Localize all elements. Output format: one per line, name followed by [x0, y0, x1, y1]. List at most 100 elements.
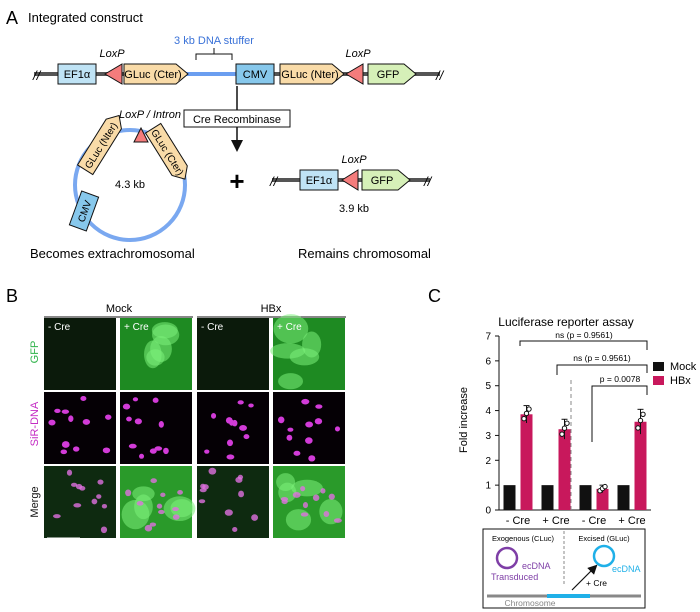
y-axis-label: Fold increase [458, 387, 470, 453]
y-tick-label: 1 [485, 481, 491, 492]
nucleus [238, 490, 245, 498]
micrograph-tile [44, 318, 116, 390]
col-label-hbx-minus-cre: - Cre [201, 322, 224, 333]
nucleus [239, 424, 247, 431]
data-point [564, 420, 570, 426]
legend-label-hbx: HBx [670, 375, 691, 387]
microscopy-grid [44, 314, 345, 538]
stat-label-3: p = 0.0078 [600, 374, 641, 384]
panel-b: B Mock HBx GFP SiR-DNA Merge - Cre + Cre… [6, 286, 346, 541]
remaining-gfp-label: GFP [371, 175, 394, 187]
nucleus [292, 491, 301, 498]
micrograph-tile [44, 392, 116, 464]
nucleus [139, 453, 145, 459]
panel-a-letter: A [6, 8, 18, 28]
bar-mock [579, 485, 592, 510]
inset-excised: Excised (GLuc) [578, 534, 630, 543]
nucleus [172, 514, 180, 520]
row-label-merge: Merge [29, 486, 41, 517]
remaining-break-left: // [269, 174, 279, 189]
ef1a-label: EF1α [64, 69, 91, 81]
micrograph-tile [197, 318, 269, 390]
nucleus [101, 504, 108, 509]
plasmid-cter-segment: GLuc (Cter) [144, 122, 188, 180]
bar-mock [541, 485, 554, 510]
data-point [637, 417, 644, 424]
panel-b-letter: B [6, 286, 18, 306]
inset-exogenous: Exogenous (CLuc) [492, 534, 555, 543]
loxp-label-left: LoxP [99, 48, 125, 60]
x-tick-label: + Cre [542, 515, 569, 527]
inset-ecdna-right: ecDNA [612, 564, 641, 574]
remaining-ef1a-box [299, 169, 339, 191]
nucleus [302, 501, 308, 509]
stat-bracket-2 [556, 364, 648, 375]
stat-label-2: ns (p = 0.9561) [573, 353, 631, 363]
gfp-cell [285, 509, 312, 531]
remaining-ef1a-label: EF1α [306, 175, 333, 187]
cmv-box [235, 63, 275, 85]
remaining-size: 3.9 kb [339, 203, 369, 215]
row-label-gfp: GFP [29, 341, 41, 364]
bar-mock [617, 485, 630, 510]
data-point [521, 415, 527, 422]
legend-swatch-mock [653, 362, 664, 371]
nucleus [286, 434, 293, 441]
nucleus [54, 408, 61, 414]
nucleus [251, 514, 259, 521]
nucleus [237, 400, 244, 405]
micrograph-tile [197, 466, 269, 538]
nucleus [226, 439, 234, 447]
bar-hbx [634, 421, 647, 510]
inset-ecdna-circle-left [495, 546, 519, 570]
gluc-nter-arrow [279, 63, 345, 85]
micrograph-tile [44, 466, 116, 538]
gfp-cell [273, 314, 309, 344]
cre-recombinase-label: Cre Recombinase [193, 114, 281, 126]
nucleus [312, 494, 320, 501]
nucleus [300, 485, 306, 492]
nucleus [73, 503, 82, 508]
inset-chromosome-label: Chromosome [504, 598, 555, 608]
stat-label-1: ns (p = 0.9561) [555, 330, 613, 340]
nucleus [102, 447, 111, 454]
row-label-sir-dna: SiR-DNA [29, 401, 41, 446]
inset-ecdna-circle-right [592, 544, 616, 568]
data-point [559, 431, 565, 437]
nucleus [224, 509, 233, 516]
col-label-hbx-plus-cre: + Cre [277, 322, 302, 333]
caption-right: Remains chromosomal [298, 246, 431, 261]
gfp-cell [134, 494, 153, 520]
y-tick-label: 6 [485, 356, 491, 367]
nucleus [225, 417, 233, 424]
y-tick-label: 5 [485, 381, 491, 392]
x-tick-label: - Cre [582, 515, 606, 527]
nucleus [79, 485, 86, 491]
remaining-break-right: // [423, 174, 433, 189]
nucleus [280, 497, 289, 502]
remaining-construct: // // EF1α LoxP GFP 3.9 kb [269, 154, 433, 215]
micrograph-tile [273, 392, 345, 464]
inset-schematic: Exogenous (CLuc) Excised (GLuc) ecDNA Tr… [482, 528, 646, 609]
y-tick-label: 4 [485, 406, 491, 417]
cmv-label: CMV [243, 69, 268, 81]
nucleus [80, 395, 87, 401]
stuffer-label: 3 kb DNA stuffer [174, 35, 254, 47]
loxp-triangle-left [104, 63, 123, 85]
nucleus [156, 503, 163, 509]
nucleus [136, 501, 144, 506]
nucleus [61, 409, 70, 414]
nucleus [128, 443, 137, 449]
remaining-loxp-label: LoxP [341, 154, 367, 166]
nucleus [61, 441, 70, 448]
nucleus [70, 482, 78, 487]
plus-sign: + [229, 166, 244, 196]
nucleus [300, 512, 309, 517]
panel-c: C Luciferase reporter assay Fold increas… [428, 286, 697, 609]
panel-c-letter: C [428, 286, 441, 306]
nucleus [287, 427, 294, 432]
bar-hbx [596, 488, 609, 510]
break-mark-left: // [32, 68, 42, 83]
ef1a-box [57, 63, 97, 85]
